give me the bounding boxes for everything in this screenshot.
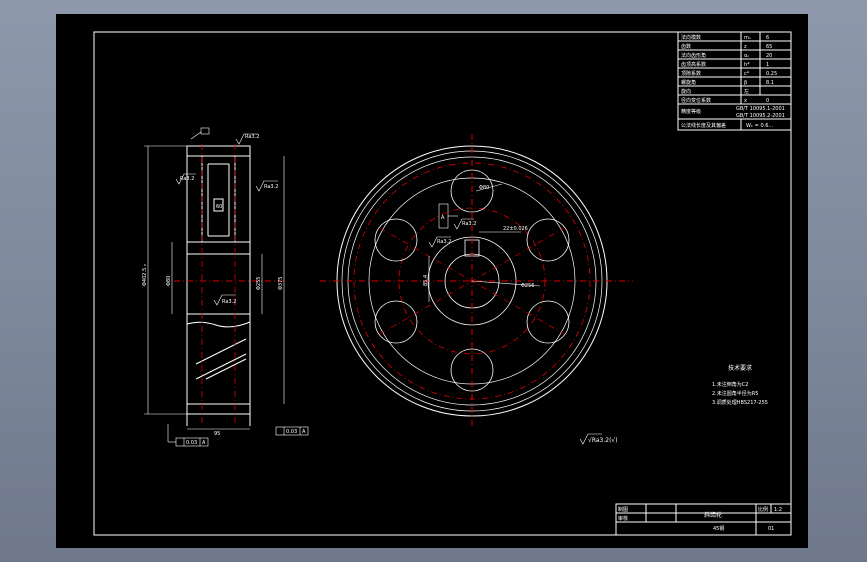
param-value-10: GB/T 10095.2-2001	[736, 113, 785, 119]
tol-frame-right: 0.03 A	[275, 426, 309, 436]
param-label-6: 螺旋角	[681, 79, 696, 86]
param-symbol-7: 左	[744, 88, 749, 95]
tech-req-item-3: 3.调质处理HBS217-255	[712, 399, 768, 406]
param-value-2: 65	[766, 44, 772, 50]
param-symbol-1: mₙ	[744, 35, 751, 41]
param-value-3: 20	[766, 53, 772, 59]
dim-width: 95	[214, 431, 220, 437]
tol-left-value: 0.03	[186, 440, 197, 446]
param-symbol-5: c*	[744, 71, 750, 77]
hole-lower-right	[526, 300, 570, 344]
dim-key-depth: 85.4	[423, 275, 429, 286]
dim-hub-width: 60	[216, 204, 222, 210]
cad-drawing: 法向模数 mₙ 6 齿数 z 65 法向齿形角 αₙ 20 齿顶高系数 h* 1…	[93, 31, 792, 536]
param-symbol-6: β	[744, 80, 747, 86]
rough-keyway: Ra3.2	[462, 221, 476, 227]
tech-req-title: 技术要求	[728, 364, 752, 372]
rough-mark-2: Ra3.2	[264, 184, 278, 190]
dim-keyway: 22±0.026	[503, 226, 528, 232]
tol-left-ref: A	[202, 440, 206, 446]
hole-upper-right	[526, 218, 570, 262]
hole-upper-left	[374, 218, 418, 262]
front-box-label: A	[441, 215, 445, 221]
param-label-2: 齿数	[681, 43, 691, 50]
rough-mark-1: Ra3.2	[180, 176, 194, 182]
title-block: 制图 审核 斜齿轮 比例 1:2 45钢 01	[615, 503, 792, 536]
param-symbol-4: h*	[744, 62, 750, 68]
param-label-11: 公法线长度及其偏差	[681, 122, 726, 129]
param-label-4: 齿顶高系数	[681, 61, 706, 68]
title-check-label: 审核	[618, 515, 628, 522]
tol-right-ref: A	[302, 429, 306, 435]
side-view: Φ402.5 ₀ Φ80 Φ255 Φ375 95 60 Ra3.2 Ra3.2…	[142, 127, 309, 447]
param-value-5: 0.25	[766, 71, 777, 77]
param-value-1: 6	[766, 35, 769, 41]
title-part-name: 斜齿轮	[704, 511, 722, 519]
tol-frame-left: 0.03 A	[167, 424, 209, 447]
drawing-sheet: 法向模数 mₙ 6 齿数 z 65 法向齿形角 αₙ 20 齿顶高系数 h* 1…	[56, 14, 808, 548]
param-label-3: 法向齿形角	[681, 52, 706, 59]
rough-bore: Ra3.2	[437, 239, 451, 245]
general-roughness-note: √Ra3.2(√)	[588, 437, 618, 444]
title-material: 45钢	[713, 525, 724, 532]
param-value-6: 8.1	[766, 80, 774, 86]
param-symbol-2: z	[744, 44, 747, 50]
title-draw-label: 制图	[618, 506, 628, 513]
dim-root-dia: Φ375	[278, 277, 284, 290]
dim-bore-dia: Φ80	[166, 276, 172, 286]
title-scale-label: 比例	[758, 506, 768, 513]
title-scale-value: 1:2	[774, 507, 782, 513]
rough-mark-3: Ra3.2	[222, 299, 236, 305]
tech-requirements: 技术要求 1.未注倒角为C2 2.未注圆角半径为R5 3.调质处理HBS217-…	[712, 364, 768, 406]
dim-hole: Φ80	[479, 185, 489, 191]
front-view: Φ256 Φ80 22±0.026 85.4 Ra3.2 Ra3.2 A	[320, 134, 633, 429]
param-label-9: 精度等级	[681, 108, 701, 115]
param-label-5: 顶隙系数	[681, 70, 701, 77]
param-symbol-3: αₙ	[744, 53, 749, 59]
hole-lower-left	[374, 300, 418, 344]
param-value-11: Wₖ = 0.6...	[746, 123, 774, 129]
tech-req-item-1: 1.未注倒角为C2	[712, 381, 748, 388]
tol-right-value: 0.03	[286, 429, 297, 435]
dim-hub-dia: Φ255	[256, 277, 262, 290]
param-symbol-8: x	[744, 98, 747, 104]
dim-outer-dia: Φ402.5 ₀	[142, 264, 148, 286]
param-label-8: 径向变位系数	[681, 97, 711, 104]
title-sheet-no: 01	[768, 526, 774, 532]
param-label-7: 旋向	[681, 88, 691, 95]
rough-mark-top: Ra3.2	[245, 134, 259, 140]
param-value-9: GB/T 10095.1-2001	[736, 106, 785, 112]
tech-req-item-2: 2.未注圆角半径为R5	[712, 390, 758, 397]
dim-pcd: Φ256	[521, 283, 534, 289]
param-value-4: 1	[766, 62, 769, 68]
params-table: 法向模数 mₙ 6 齿数 z 65 法向齿形角 αₙ 20 齿顶高系数 h* 1…	[677, 31, 792, 131]
inner-frame	[93, 31, 792, 536]
param-value-8: 0	[766, 98, 769, 104]
param-label-1: 法向模数	[681, 34, 701, 41]
